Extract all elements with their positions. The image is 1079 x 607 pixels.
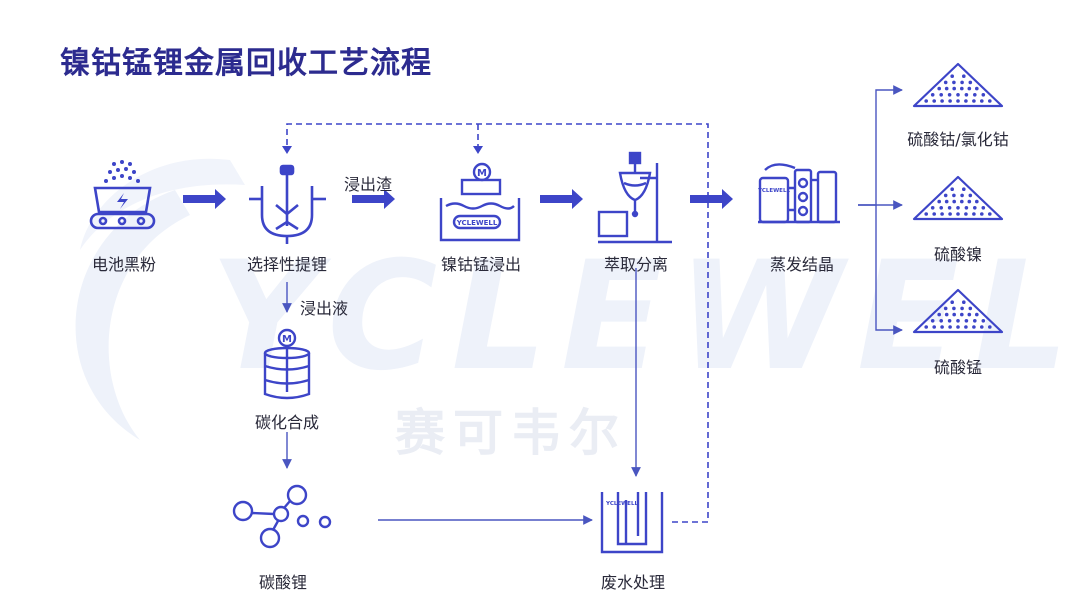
wastewater-tank-icon: YCLEWELL (600, 492, 664, 554)
node-battery-powder-label: 电池黑粉 (91, 255, 157, 274)
node-leach-label: 镍钴锰浸出 (440, 255, 522, 274)
product-manganese-label: 硫酸锰 (933, 358, 983, 377)
reactor-icon (249, 164, 326, 244)
product-nickel-label: 硫酸镍 (933, 245, 983, 264)
edge-leach-liquor-label: 浸出液 (300, 299, 349, 318)
solid-connectors (282, 85, 903, 525)
node-li-carbonate-label: 碳酸锂 (258, 573, 308, 592)
node-carbonation-label: 碳化合成 (254, 413, 320, 432)
watermark-brand-cn: 赛可韦尔 (395, 404, 627, 462)
page-title: 镍钴锰锂金属回收工艺流程 (60, 46, 432, 81)
node-evaporation-label: 蒸发结晶 (769, 255, 835, 274)
watermark-brand-en: YCLEWELL (210, 230, 1079, 404)
arrow-selective-to-leach (352, 189, 395, 209)
node-selective-li-label: 选择性提锂 (246, 255, 328, 274)
edge-leach-residue-label: 浸出渣 (344, 175, 393, 194)
svg-text:M: M (282, 334, 292, 345)
arrow-powder-to-selective (183, 189, 226, 209)
crystal-pile-icon (912, 288, 1004, 334)
svg-text:YCLEWELL: YCLEWELL (757, 188, 790, 194)
crystal-pile-icon (912, 62, 1004, 108)
svg-text:YCLEWELL: YCLEWELL (456, 219, 498, 227)
svg-text:M: M (477, 168, 487, 179)
separatory-funnel-icon (597, 151, 672, 244)
block-arrows (183, 189, 733, 209)
recycle-loop (286, 123, 709, 523)
svg-text:YCLEWELL: YCLEWELL (605, 501, 638, 507)
leach-tank-icon: M YCLEWELL (439, 162, 521, 242)
node-extraction-label: 萃取分离 (603, 255, 669, 274)
molecule-icon (232, 484, 332, 549)
crystal-pile-icons (912, 62, 1004, 334)
node-wastewater-label: 废水处理 (600, 573, 666, 592)
evaporator-icon: YCLEWELL (757, 163, 840, 224)
product-cobalt-label: 硫酸钴/氯化钴 (907, 130, 1009, 149)
carbonation-tank-icon: M (263, 328, 311, 400)
arrow-extraction-to-evaporation (690, 189, 733, 209)
arrow-leach-to-extraction (540, 189, 583, 209)
battery-powder-icon (89, 160, 156, 230)
crystal-pile-icon (912, 175, 1004, 221)
